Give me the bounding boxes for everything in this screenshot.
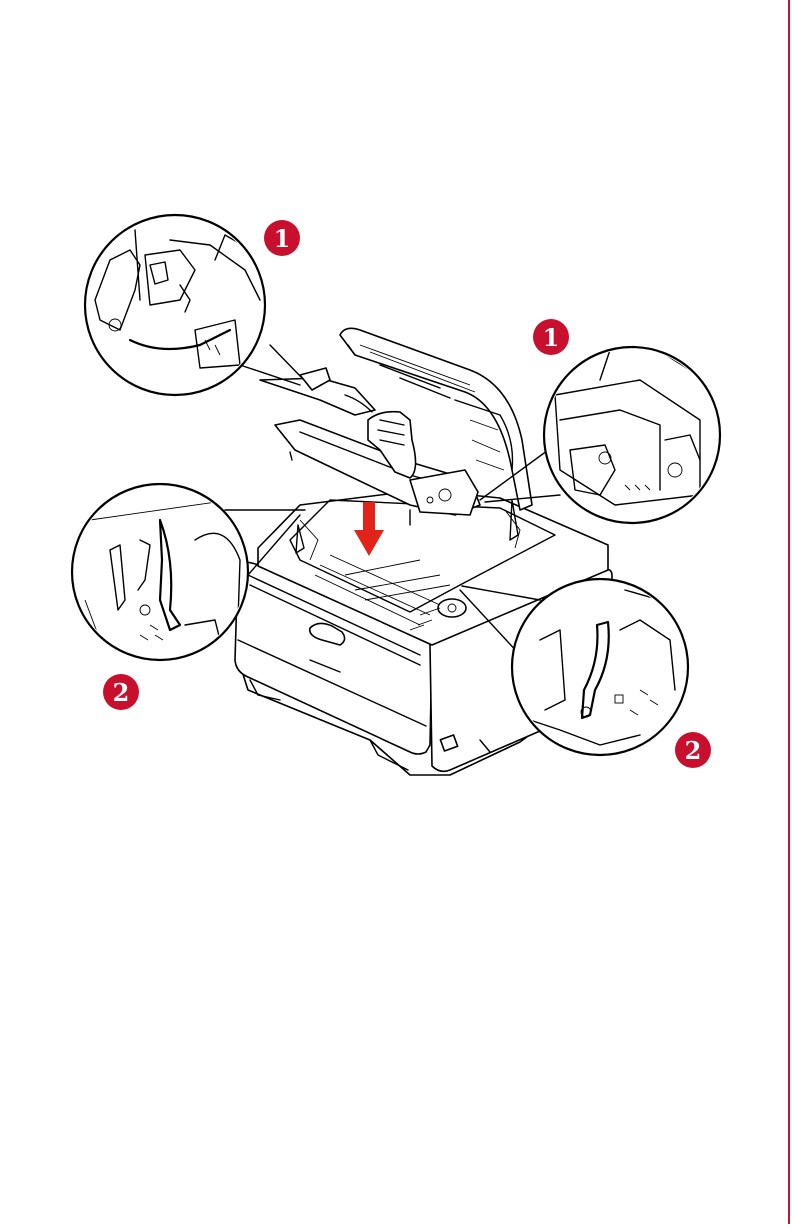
step-badge-1-top-right: 1	[533, 319, 569, 355]
svg-text:1: 1	[274, 224, 291, 253]
detail-callout-bottom-right	[512, 579, 690, 755]
page-edge-rule	[788, 0, 790, 1224]
detail-callout-top-right	[544, 345, 720, 523]
step-badge-1-top-left: 1	[264, 220, 300, 256]
step-badge-2-bottom-right: 2	[675, 732, 711, 768]
svg-text:1: 1	[543, 323, 560, 352]
svg-text:2: 2	[685, 736, 702, 765]
detail-callout-top-left	[85, 215, 265, 395]
step-badge-2-bottom-left: 2	[103, 674, 139, 710]
detail-callout-bottom-left	[72, 484, 248, 660]
svg-text:2: 2	[113, 678, 130, 707]
